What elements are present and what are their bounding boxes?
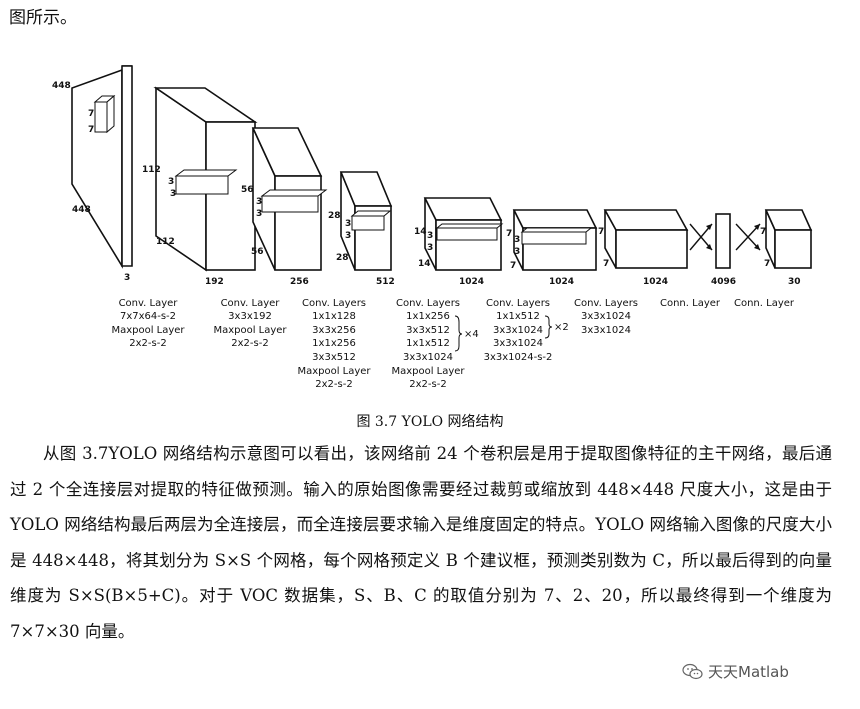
caption-6-line2: 3x3x1024: [581, 311, 631, 322]
out-depth: 30: [788, 277, 801, 287]
paragraph-text: 从图 3.7YOLO 网络结构示意图可以看出，该网络前 24 个卷积层是用于提取…: [10, 444, 832, 641]
b3-h2: 28: [336, 253, 349, 263]
b2-h: 56: [241, 185, 254, 195]
b1-depth: 192: [205, 277, 224, 287]
caption-6-line1: Conv. Layers: [574, 298, 638, 309]
caption-2-line1: Conv. Layer: [221, 298, 281, 309]
caption-2-line3: Maxpool Layer: [213, 325, 287, 336]
b5-kernel-w: 3: [514, 247, 520, 257]
b5-kernel-h: 3: [514, 235, 520, 245]
b1-kernel-w: 3: [170, 189, 176, 199]
input-size-top: 448: [52, 81, 71, 91]
input-kernel-h: 7: [88, 109, 94, 119]
caption-3-line5: 3x3x512: [312, 352, 356, 363]
b4-h2: 14: [418, 259, 431, 269]
input-depth: 3: [124, 273, 130, 283]
b2-kernel-h: 3: [256, 197, 262, 207]
caption-3-line7: 2x2-s-2: [315, 379, 352, 390]
b5-h2: 7: [510, 261, 516, 271]
wechat-icon: [682, 663, 703, 679]
b4-kernel-w: 3: [427, 243, 433, 253]
caption-5-line4: 3x3x1024: [493, 338, 543, 349]
caption-1-line3: Maxpool Layer: [111, 325, 185, 336]
caption-3-line6: Maxpool Layer: [297, 366, 371, 377]
caption-1-line4: 2x2-s-2: [129, 338, 166, 349]
b4-depth: 1024: [459, 277, 484, 287]
block2-kernel: [261, 195, 319, 213]
caption-4-line1: Conv. Layers: [396, 298, 460, 309]
caption-3-line3: 3x3x256: [312, 325, 356, 336]
b6-depth: 1024: [643, 277, 668, 287]
caption-4-line4: 1x1x512: [406, 338, 450, 349]
input-kernel-w: 7: [88, 125, 94, 135]
caption-4-line2: 1x1x256: [406, 311, 450, 322]
b4-h: 14: [414, 227, 427, 237]
caption-2-line2: 3x3x192: [228, 311, 272, 322]
out-h2: 7: [764, 259, 770, 269]
caption-4-line7: 2x2-s-2: [409, 379, 446, 390]
caption-1-line2: 7x7x64-s-2: [120, 311, 176, 322]
b2-depth: 256: [290, 277, 309, 287]
yolo-architecture-diagram: 448 448 3 7 7 112 112 3 3 192 56 56 3 3 …: [52, 65, 813, 390]
intro-text: 图所示。: [9, 8, 77, 28]
caption-3-line2: 1x1x128: [312, 311, 356, 322]
watermark-text: 天天Matlab: [708, 663, 789, 681]
block1-kernel: [175, 175, 229, 195]
input-size-side: 448: [72, 205, 91, 215]
caption-4-line6: Maxpool Layer: [391, 366, 465, 377]
b2-h2: 56: [251, 247, 264, 257]
body-paragraph: 从图 3.7YOLO 网络结构示意图可以看出，该网络前 24 个卷积层是用于提取…: [10, 436, 832, 649]
input-kernel: [94, 101, 108, 133]
b5-h: 7: [506, 229, 512, 239]
caption-5-line2: 1x1x512: [496, 311, 540, 322]
b3-h: 28: [328, 211, 341, 221]
block4-kernel: [436, 227, 498, 241]
caption-5-line5: 3x3x1024-s-2: [484, 352, 553, 363]
caption-6-line3: 3x3x1024: [581, 325, 631, 336]
caption-5-line3: 3x3x1024: [493, 325, 543, 336]
caption-2-line4: 2x2-s-2: [231, 338, 268, 349]
caption-1-line1: Conv. Layer: [119, 298, 179, 309]
b2-kernel-w: 3: [256, 209, 262, 219]
repeat-x2: ×2: [554, 322, 569, 333]
caption-3-line4: 1x1x256: [312, 338, 356, 349]
caption-4-line3: 3x3x512: [406, 325, 450, 336]
b3-kernel-w: 3: [345, 231, 351, 241]
b6-h: 7: [598, 227, 604, 237]
block5-kernel: [521, 231, 587, 245]
caption-4-line5: 3x3x1024: [403, 352, 453, 363]
b3-kernel-h: 3: [345, 219, 351, 229]
b3-depth: 512: [376, 277, 395, 287]
b1-h2: 112: [156, 237, 175, 247]
caption-7-line1: Conn. Layer: [660, 298, 721, 309]
b1-kernel-h: 3: [168, 177, 174, 187]
fc1-bar: [715, 213, 731, 269]
out-h: 7: [760, 227, 766, 237]
caption-3-line1: Conv. Layers: [302, 298, 366, 309]
figure-caption: 图 3.7 YOLO 网络结构: [356, 414, 504, 430]
b4-kernel-h: 3: [427, 231, 433, 241]
fc1-depth: 4096: [711, 277, 736, 287]
b6-h2: 7: [603, 259, 609, 269]
b5-depth: 1024: [549, 277, 574, 287]
repeat-x4: ×4: [464, 329, 479, 340]
block3-kernel: [351, 215, 385, 231]
caption-8-line1: Conn. Layer: [734, 298, 795, 309]
b1-h: 112: [142, 165, 161, 175]
watermark: 天天Matlab: [682, 661, 789, 682]
caption-5-line1: Conv. Layers: [486, 298, 550, 309]
